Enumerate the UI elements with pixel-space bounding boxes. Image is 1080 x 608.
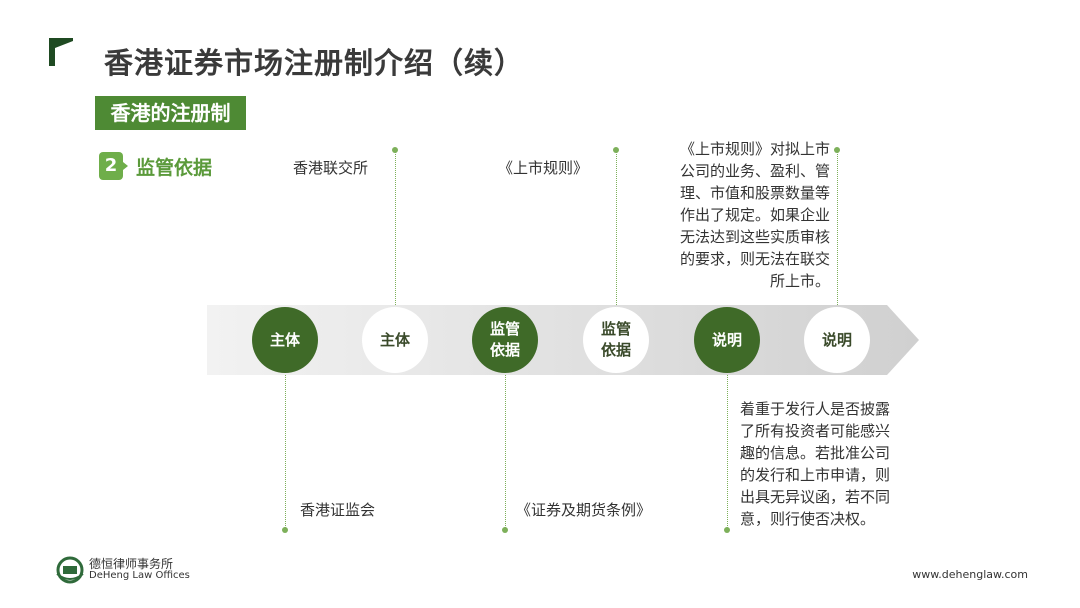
note-line: 着重于发行人是否披露 [740,400,891,418]
regulator-note: 着重于发行人是否披露 了所有投资者可能感兴 趣的信息。若批准公司 的发行和上市申… [740,398,910,530]
connector-line [505,375,506,530]
firm-logo-icon [56,556,84,584]
connector-dot [834,147,840,153]
subsection-number-badge: 2 [99,152,128,180]
connector-line [837,150,838,305]
connector-line [285,375,286,530]
circle-regulatory-basis: 监管依据 [472,307,538,373]
note-line: 公司的业务、盈利、管 [679,162,830,180]
circle-subject: 主体 [252,307,318,373]
connector-dot [724,527,730,533]
circle-regulatory-basis-alt: 监管依据 [583,307,649,373]
corner-mark-icon [49,38,73,66]
circle-label: 监管依据 [600,320,631,359]
circle-label: 主体 [379,330,410,349]
connector-dot [282,527,288,533]
page-title: 香港证券市场注册制介绍（续） [104,46,525,80]
note-line: 所上市。 [769,272,830,290]
note-line: 意，则行使否决权。 [740,510,876,528]
note-line: 理、市值和股票数量等 [679,184,830,202]
timeline-arrow-band [207,305,919,375]
subsection-title: 监管依据 [136,157,213,179]
note-line: 趣的信息。若批准公司 [740,444,891,462]
connector-line [727,375,728,530]
regulator-label: 香港证监会 [300,501,376,519]
listing-rules-label: 《上市规则》 [498,159,589,177]
note-line: 作出了规定。如果企业 [679,206,830,224]
firm-name-cn: 德恒律师事务所 [89,557,174,571]
connector-line [395,150,396,305]
ordinance-label: 《证券及期货条例》 [516,501,652,519]
connector-line [616,150,617,305]
note-line: 出具无异议函，若不同 [740,488,891,506]
circle-explanation-alt: 说明 [804,307,870,373]
connector-dot [613,147,619,153]
note-line: 无法达到这些实质审核 [679,228,830,246]
firm-name-en: DeHeng Law Offices [89,570,190,581]
exchange-label: 香港联交所 [293,159,369,177]
circle-label: 说明 [711,330,742,349]
listing-rules-note: 《上市规则》对拟上市 公司的业务、盈利、管 理、市值和股票数量等 作出了规定。如… [660,138,830,292]
note-line: 的发行和上市申请，则 [740,466,891,484]
connector-dot [502,527,508,533]
circle-label: 说明 [821,330,852,349]
note-line: 的要求，则无法在联交 [679,250,830,268]
circle-explanation: 说明 [694,307,760,373]
circle-label: 监管依据 [489,320,520,359]
website-link[interactable]: www.dehenglaw.com [912,568,1028,581]
circle-subject-alt: 主体 [362,307,428,373]
connector-dot [392,147,398,153]
circle-label: 主体 [269,330,300,349]
section-tag: 香港的注册制 [95,96,246,130]
note-line: 了所有投资者可能感兴 [740,422,891,440]
note-line: 《上市规则》对拟上市 [679,140,830,158]
